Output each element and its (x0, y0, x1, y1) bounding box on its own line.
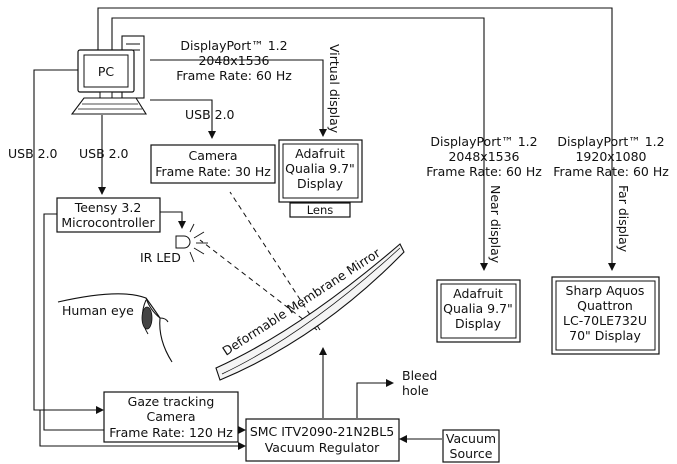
ir-led-label: IR LED (140, 250, 181, 265)
smc-regulator-box (245, 418, 400, 462)
usb-camera-label: USB 2.0 (185, 107, 235, 122)
teensy-box (56, 197, 161, 233)
near-port-line-2: 2048x1536 (448, 149, 519, 164)
camera-optical-path (229, 191, 321, 331)
camera-line-2: Frame Rate: 30 Hz (155, 164, 271, 179)
adafruit-near-box (436, 279, 521, 343)
pc-computer-icon (70, 35, 147, 115)
gaze-line-3: Frame Rate: 120 Hz (109, 425, 233, 440)
gaze-line-1: Gaze tracking (128, 394, 215, 409)
gaze-camera-box (103, 391, 239, 443)
human-eye-icon (57, 293, 173, 363)
virtual-port-line-3: Frame Rate: 60 Hz (176, 68, 292, 83)
near-port-line-3: Frame Rate: 60 Hz (426, 164, 542, 179)
vacuum-line-2: Source (450, 446, 493, 461)
camera-usb-cable (150, 99, 216, 139)
adafruit-virtual-box (278, 139, 363, 203)
teensy-line-2: Microcontroller (61, 215, 155, 230)
lens-box (289, 202, 351, 218)
adafruit-virtual-line-1: Adafruit (295, 146, 345, 161)
camera-line-1: Camera (188, 148, 237, 163)
sharp-display-box (551, 276, 660, 355)
smc-line-1: SMC ITV2090-21N2BL5 (250, 424, 394, 439)
adafruit-virtual-line-2: Qualia 9.7" (285, 161, 355, 176)
teensy-line-1: Teensy 3.2 (74, 200, 142, 215)
gaze-usb-cable (33, 69, 104, 414)
adafruit-near-line-1: Adafruit (453, 286, 503, 301)
near-display-label: Near display (488, 185, 503, 264)
vacuum-line-1: Vacuum (446, 431, 496, 446)
virtual-port-line-2: 2048x1536 (198, 53, 269, 68)
camera-box (150, 144, 276, 184)
far-port-line-1: DisplayPort™ 1.2 (557, 134, 664, 149)
bleed-line-1: Bleed (402, 368, 437, 383)
led-optical-path (199, 239, 318, 331)
near-display-cable (111, 17, 488, 271)
adafruit-virtual-line-3: Display (297, 176, 344, 191)
far-port-line-3: Frame Rate: 60 Hz (553, 164, 669, 179)
sharp-line-4: 70" Display (569, 328, 641, 343)
virtual-display-cable (150, 59, 327, 137)
far-display-cable (97, 7, 616, 271)
adafruit-near-line-2: Qualia 9.7" (443, 301, 513, 316)
bleed-line (356, 379, 394, 418)
vacuum-source-box (442, 429, 500, 463)
near-port-line-1: DisplayPort™ 1.2 (430, 134, 537, 149)
virtual-port-line-1: DisplayPort™ 1.2 (180, 38, 287, 53)
sharp-line-3: LC-70LE732U (563, 313, 647, 328)
far-port-line-2: 1920x1080 (575, 149, 646, 164)
far-display-label: Far display (616, 185, 631, 253)
virtual-display-label: Virtual display (327, 44, 342, 134)
pc-label: PC (98, 64, 115, 79)
deformable-mirror-icon (215, 243, 405, 381)
gaze-line-2: Camera (146, 409, 195, 424)
adafruit-near-line-3: Display (455, 316, 502, 331)
usb-mid-label: USB 2.0 (79, 146, 129, 161)
lens-label: Lens (307, 203, 334, 217)
teensy-to-led-cable (160, 211, 186, 229)
smc-line-2: Vacuum Regulator (265, 440, 380, 455)
sharp-line-1: Sharp Aquos (566, 283, 645, 298)
usb-left-label: USB 2.0 (8, 146, 58, 161)
human-eye-label: Human eye (62, 303, 134, 318)
bleed-line-2: hole (402, 383, 429, 398)
sharp-line-2: Quattron (577, 298, 633, 313)
mirror-label: Deformable Membrane Mirror (219, 245, 383, 359)
ir-led-icon (175, 223, 208, 263)
smc-usb-cable (39, 410, 246, 450)
